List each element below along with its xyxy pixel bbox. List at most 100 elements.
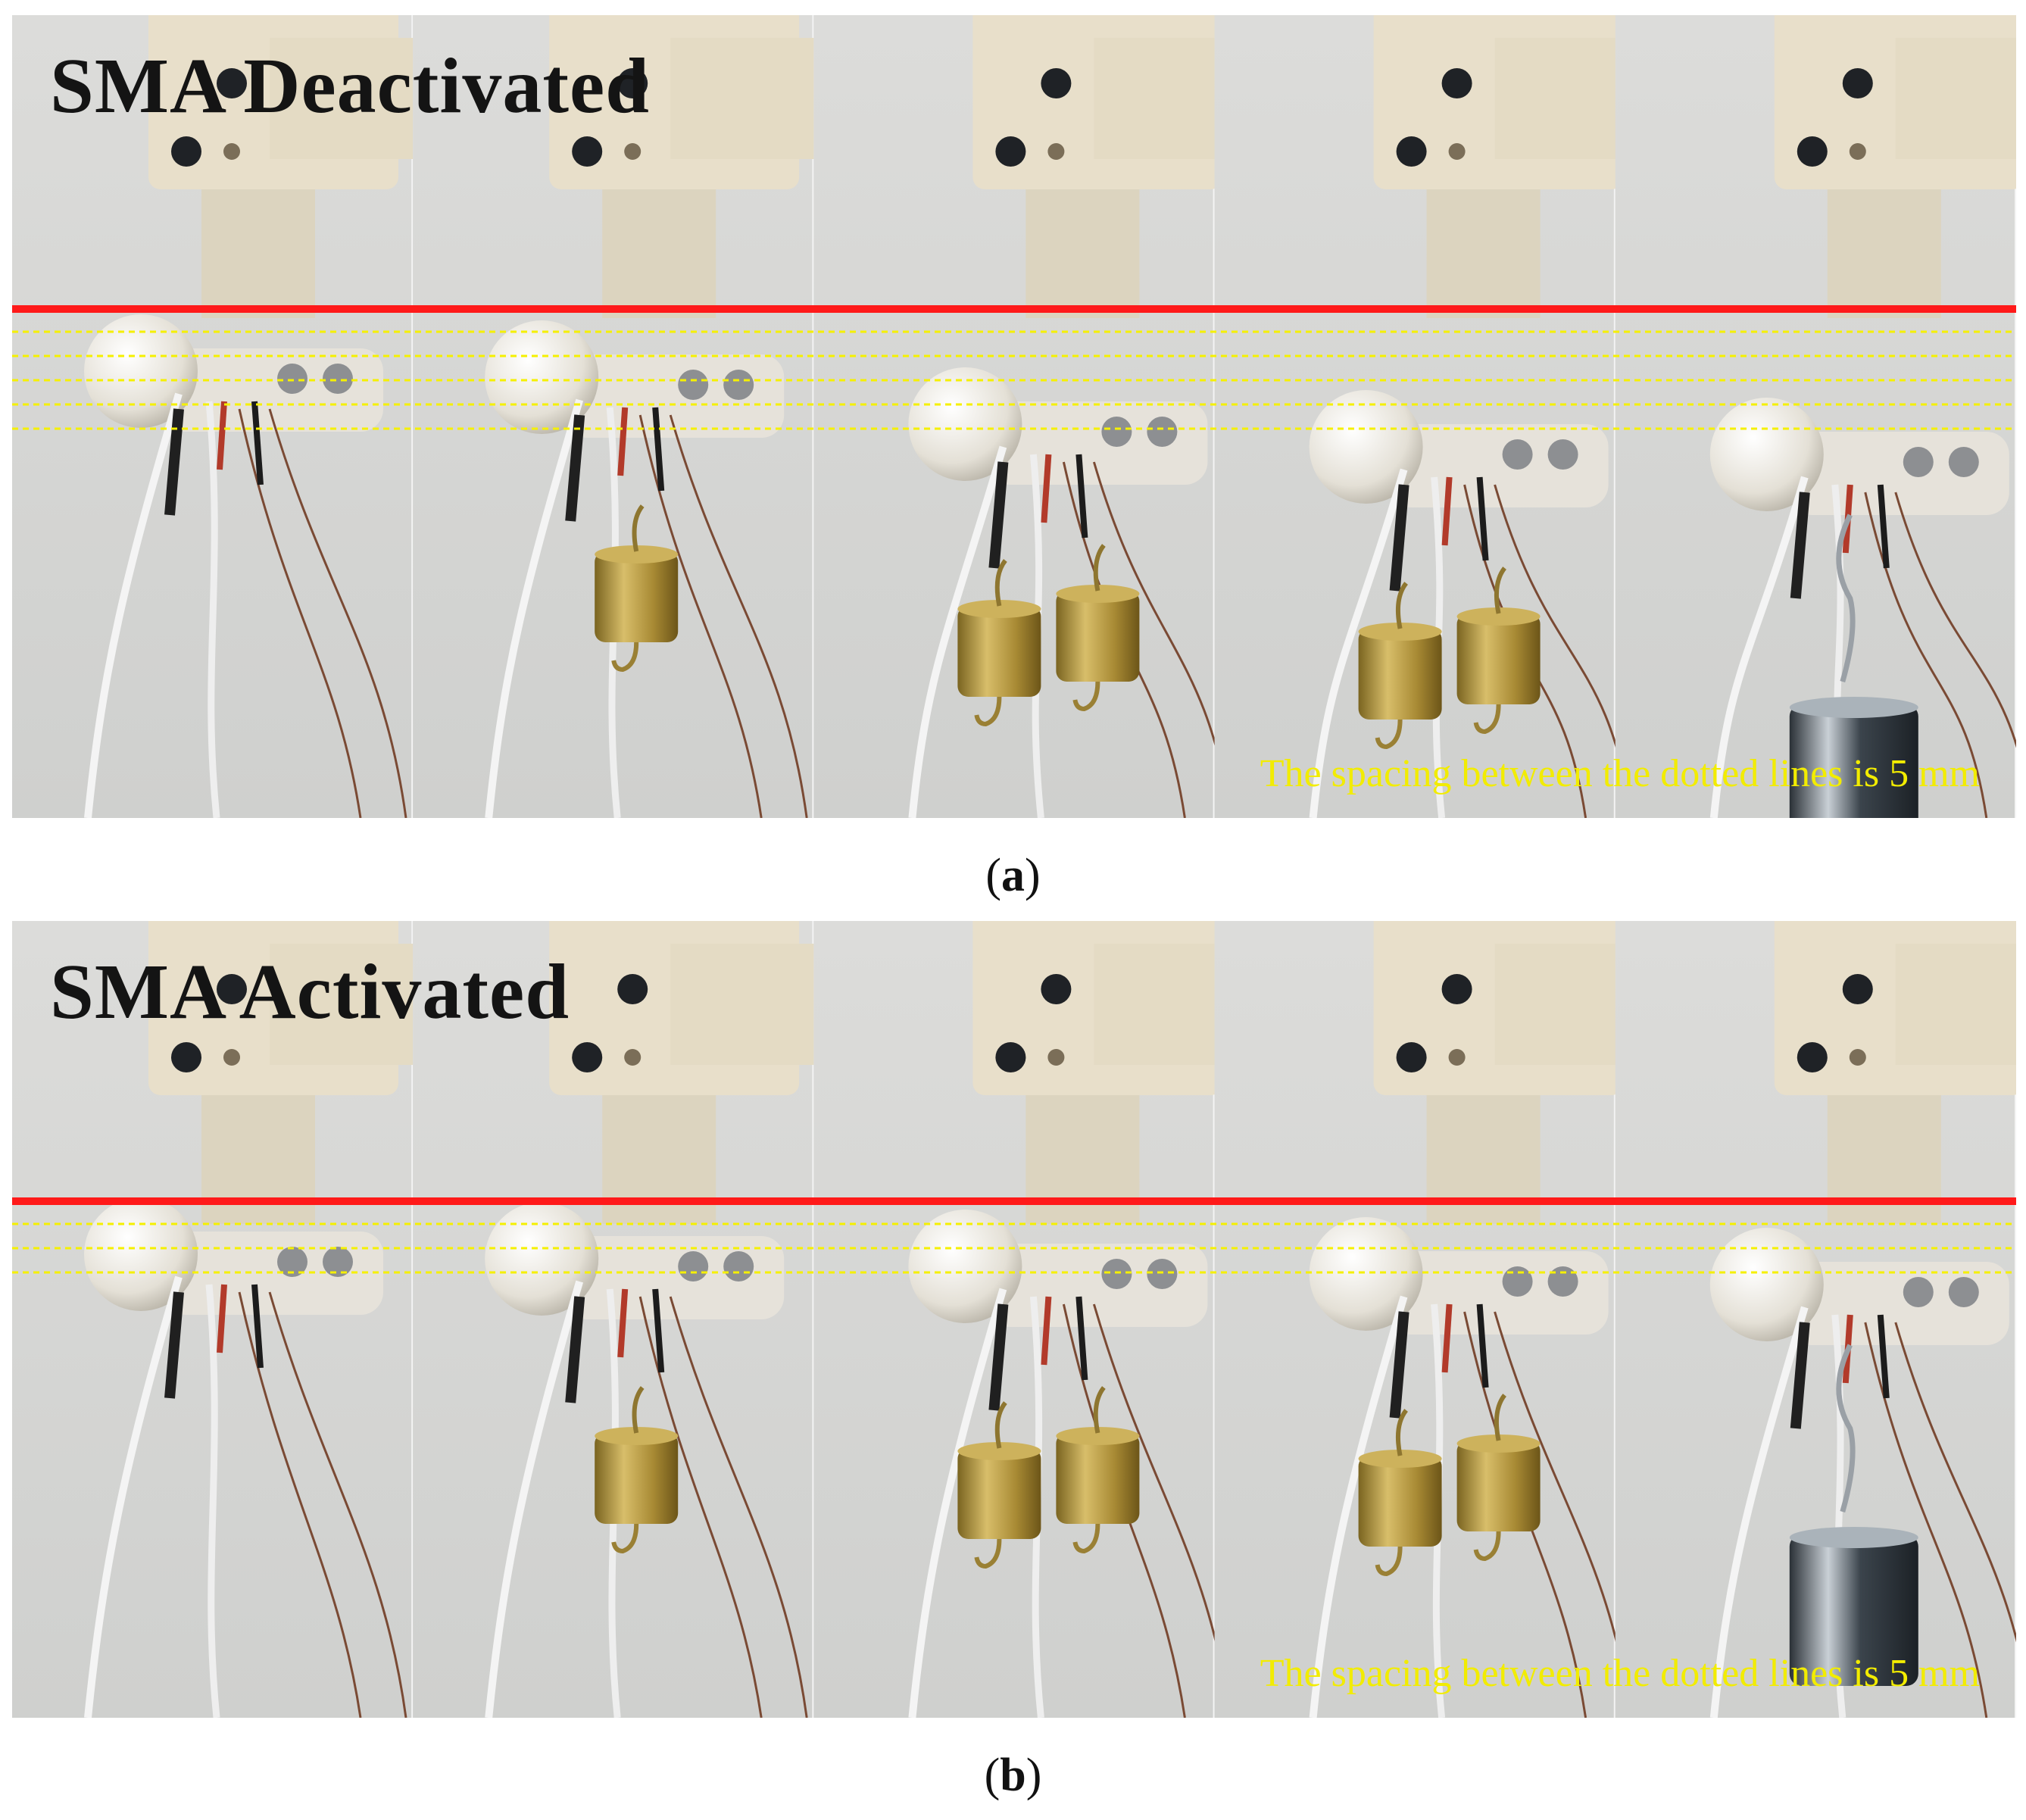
actuator-screw [1147, 1259, 1178, 1289]
brass-weight [1456, 1441, 1541, 1531]
actuator-screw [723, 1251, 754, 1281]
black-wire [251, 401, 264, 485]
white-wire [205, 1284, 220, 1718]
screw-head [1797, 136, 1828, 167]
white-wire [205, 401, 220, 818]
red-wire [1041, 1296, 1052, 1366]
heat-shrink [164, 408, 184, 516]
actuator-screw [1502, 1266, 1533, 1297]
mount-arm [1094, 38, 1215, 159]
white-wire [1309, 1295, 1408, 1718]
hook [611, 1523, 639, 1554]
brass-weight [1358, 629, 1442, 720]
screw-head [1842, 974, 1873, 1004]
heat-shrink [164, 1291, 184, 1399]
copper-wire [1894, 1322, 2016, 1643]
heat-shrink [1790, 1322, 1810, 1429]
hook [994, 559, 1007, 607]
red-wire [217, 401, 227, 470]
photo-strip-a [12, 15, 2016, 818]
hook [1494, 1394, 1507, 1441]
panel-title: SMA Deactivated [50, 42, 650, 130]
actuator-screw [1547, 1266, 1578, 1297]
screw-hole [1448, 1049, 1466, 1066]
photo-strip-b [12, 921, 2016, 1718]
joint-body [201, 189, 315, 318]
mount-arm [1094, 944, 1215, 1065]
heat-shrink [1389, 484, 1409, 592]
caption-close-paren: ) [1025, 850, 1041, 901]
brass-weight [957, 606, 1041, 697]
screw-head [617, 68, 648, 98]
screw-head [1797, 1042, 1828, 1072]
screw-head [1441, 974, 1472, 1004]
actuator-screw [1903, 447, 1934, 477]
white-wire [1309, 468, 1408, 818]
red-wire [1441, 476, 1453, 546]
actuator-screw [1502, 439, 1533, 470]
actuator-screw [678, 370, 709, 400]
hook [1072, 681, 1100, 712]
fingertip-ball [1309, 1217, 1423, 1331]
copper-wire [669, 414, 808, 818]
actuator-screw [1101, 417, 1132, 447]
caption-letter: b [1000, 1750, 1026, 1801]
red-wire [617, 407, 629, 476]
photo-frame [813, 15, 1232, 818]
copper-wire [268, 1291, 407, 1718]
hook [632, 504, 645, 552]
screw-head [217, 974, 247, 1004]
white-wire [1709, 1306, 1809, 1718]
brass-weight [595, 551, 679, 642]
white-wire [1709, 476, 1809, 818]
heat-shrink [1790, 492, 1810, 599]
hook [1473, 1531, 1501, 1562]
fingertip-ball [84, 1197, 198, 1311]
screw-hole [1448, 143, 1466, 160]
hook [1836, 514, 1856, 682]
copper-wire [638, 1296, 763, 1718]
steel-weight [1789, 1534, 1918, 1686]
brass-weight [1056, 1433, 1140, 1524]
frame-divider [1213, 15, 1215, 818]
fingertip-ball [1709, 1228, 1824, 1341]
caption-close-paren: ) [1025, 1750, 1042, 1801]
panel-title: SMA Activated [50, 948, 570, 1035]
photo-frame [1615, 921, 2016, 1718]
white-wire [84, 392, 183, 818]
hook [974, 696, 1002, 727]
caption-b: (b) [0, 1752, 2026, 1799]
black-wire [1877, 1314, 1890, 1399]
hook [974, 1538, 1002, 1569]
actuator-screw [277, 1247, 307, 1277]
brass-weight [1056, 591, 1140, 682]
screw-head [1396, 136, 1427, 167]
actuator-screw [323, 364, 353, 394]
hook [994, 1401, 1007, 1449]
photo-frame [813, 921, 1232, 1718]
heat-shrink [565, 1296, 585, 1403]
caption-open-paren: ( [984, 1750, 1001, 1801]
red-wire [617, 1288, 629, 1358]
actuator-screw [1948, 1277, 1979, 1307]
screw-head [217, 68, 247, 98]
screw-hole [1849, 143, 1866, 160]
mount-arm [1895, 944, 2016, 1065]
frame-divider [1213, 921, 1215, 1718]
actuator-screw [323, 1247, 353, 1277]
reference-line [12, 1197, 2016, 1205]
photo-frame [1615, 15, 2016, 818]
joint-body [1827, 189, 1941, 318]
screw-head [171, 1042, 201, 1072]
actuator-screw [1147, 417, 1178, 447]
steel-weight [1789, 704, 1918, 818]
mount-arm [270, 944, 414, 1065]
white-wire [485, 1280, 584, 1718]
heat-shrink [988, 1303, 1009, 1411]
photo-frame [12, 921, 414, 1718]
photo-frame [413, 921, 814, 1718]
black-wire [1075, 1296, 1088, 1381]
photo-frame [12, 15, 414, 818]
fingertip-ball [908, 367, 1022, 481]
frame-divider [1613, 921, 1615, 1718]
